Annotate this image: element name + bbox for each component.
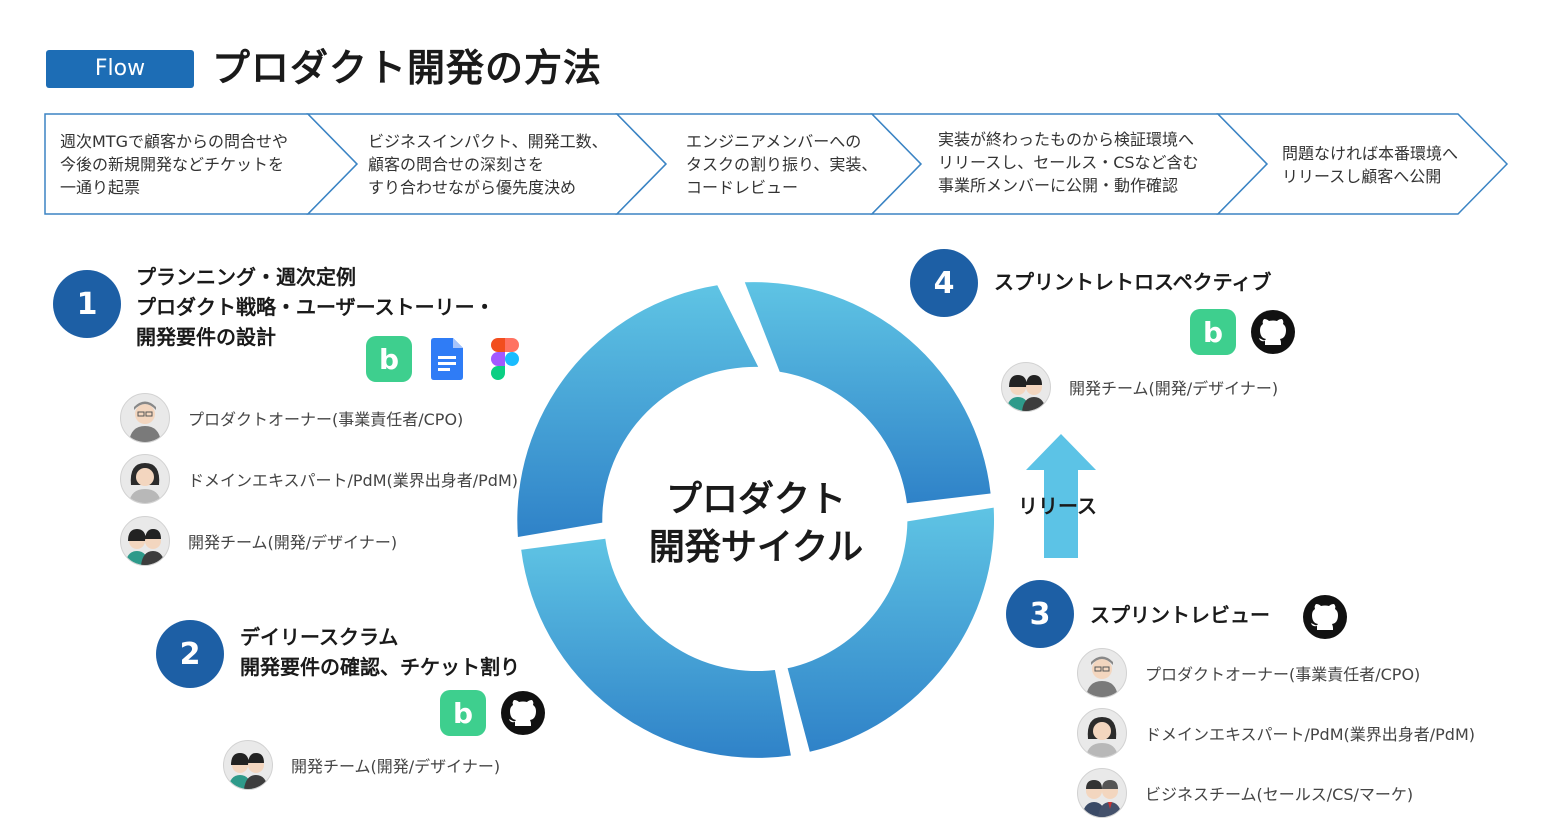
member-label: 開発チーム(開発/デザイナー) <box>188 533 398 552</box>
page-title: プロダクト開発の方法 <box>212 46 603 90</box>
phase-title-3: スプリントレビュー <box>1090 603 1270 627</box>
phase-number-4: 4 <box>910 249 978 317</box>
member-row: プロダクトオーナー(事業責任者/CPO) <box>1077 648 1420 698</box>
step-chevrons <box>44 113 1509 215</box>
avatar-dev-team <box>120 516 170 566</box>
release-label: リリース <box>1018 494 1097 518</box>
backlog-icon: b <box>1190 309 1236 355</box>
step-text-3: エンジニアメンバーへのタスクの割り振り、実装、コードレビュー <box>686 132 878 197</box>
phase-tools-1: b <box>366 336 528 382</box>
phase-number-2: 2 <box>156 620 224 688</box>
phase-title-2: デイリースクラム 開発要件の確認、チケット割り <box>240 625 520 679</box>
avatar-product-owner <box>120 393 170 443</box>
avatar-dev-team <box>1001 362 1051 412</box>
avatar-product-owner <box>1077 648 1127 698</box>
avatar-business-team <box>1077 768 1127 818</box>
member-row: ビジネスチーム(セールス/CS/マーケ) <box>1077 768 1413 818</box>
member-row: プロダクトオーナー(事業責任者/CPO) <box>120 393 463 443</box>
cycle-segment-bottom-right <box>787 507 995 752</box>
cycle-segment-bottom-left <box>521 538 791 758</box>
release-arrow <box>1026 434 1096 558</box>
cycle-center-label: プロダクト開発サイクル <box>648 479 864 568</box>
github-icon <box>1302 594 1348 644</box>
member-label: ドメインエキスパート/PdM(業界出身者/PdM) <box>1145 725 1476 744</box>
member-label: 開発チーム(開発/デザイナー) <box>1069 379 1279 398</box>
member-label: プロダクトオーナー(事業責任者/CPO) <box>188 410 464 429</box>
member-row: ドメインエキスパート/PdM(業界出身者/PdM) <box>1077 708 1475 758</box>
google-docs-icon <box>424 336 470 382</box>
member-label: ドメインエキスパート/PdM(業界出身者/PdM) <box>188 471 519 490</box>
cycle-segment-top-left <box>517 285 759 537</box>
flow-badge: Flow <box>46 50 194 88</box>
member-row: 開発チーム(開発/デザイナー) <box>1001 362 1278 412</box>
step-text-1: 週次MTGで顧客からの問合せや今後の新規開発などチケットを一通り起票 <box>60 132 288 197</box>
phase-number-1: 1 <box>53 270 121 338</box>
backlog-icon: b <box>366 336 412 382</box>
github-icon <box>500 690 546 736</box>
phase-title-1: プランニング・週次定例 プロダクト戦略・ユーザーストーリー・ 開発要件の設計 <box>136 265 495 349</box>
member-row: 開発チーム(開発/デザイナー) <box>120 516 397 566</box>
avatar-domain-expert <box>1077 708 1127 758</box>
member-label: プロダクトオーナー(事業責任者/CPO) <box>1145 665 1421 684</box>
cycle-segment-top-right <box>744 282 991 504</box>
phase-tools-4: b <box>1190 309 1296 355</box>
step-text-2: ビジネスインパクト、開発工数、顧客の問合せの深刻さをすり合わせながら優先度決め <box>368 132 608 197</box>
figma-icon <box>482 336 528 382</box>
member-label: 開発チーム(開発/デザイナー) <box>291 757 501 776</box>
avatar-domain-expert <box>120 454 170 504</box>
phase-title-4: スプリントレトロスペクティブ <box>994 270 1272 294</box>
step-chevron-5 <box>1216 113 1509 215</box>
member-row: ドメインエキスパート/PdM(業界出身者/PdM) <box>120 454 518 504</box>
step-text-5: 問題なければ本番環境へリリースし顧客へ公開 <box>1282 144 1459 186</box>
phase-number-3: 3 <box>1006 580 1074 648</box>
github-icon <box>1250 309 1296 355</box>
backlog-icon: b <box>440 690 486 736</box>
member-row: 開発チーム(開発/デザイナー) <box>223 740 500 790</box>
avatar-dev-team <box>223 740 273 790</box>
phase-tools-2: b <box>440 690 546 736</box>
step-text-4: 実装が終わったものから検証環境へリリースし、セールス・CSなど含む事業所メンバー… <box>938 130 1199 195</box>
member-label: ビジネスチーム(セールス/CS/マーケ) <box>1145 785 1414 804</box>
